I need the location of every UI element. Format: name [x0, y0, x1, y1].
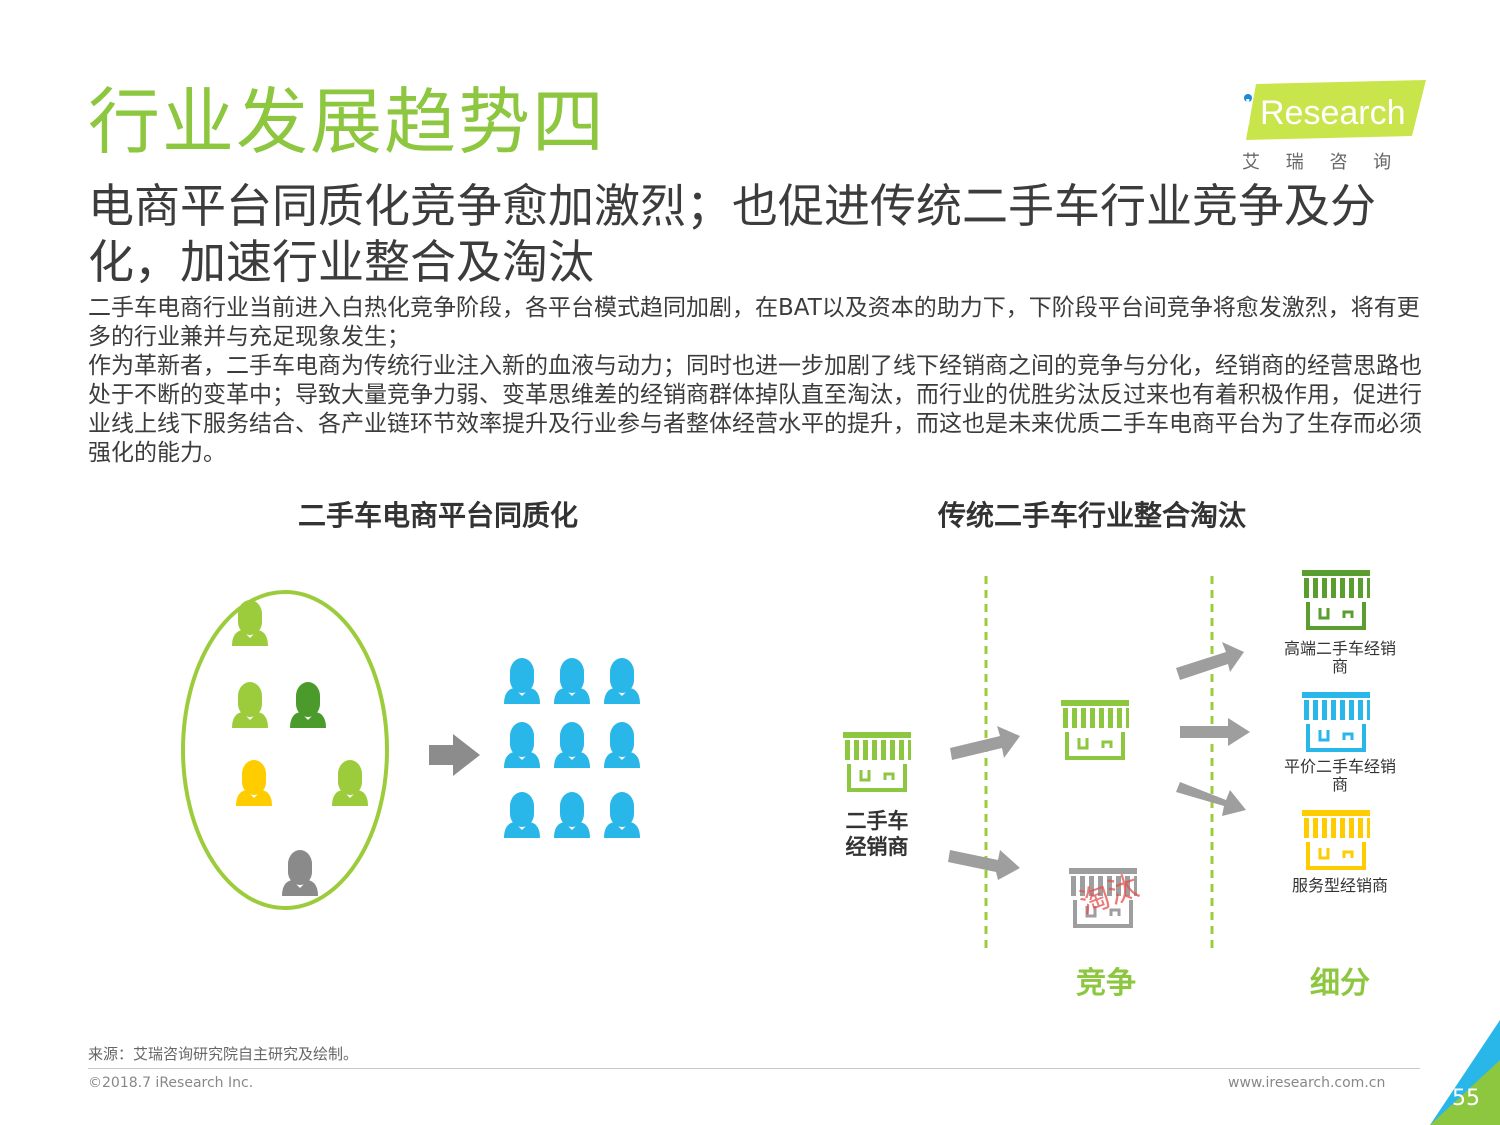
person-icon — [554, 658, 590, 704]
stage-segmentation-label: 细分 — [1310, 966, 1370, 1001]
platform-group-ellipse — [181, 590, 389, 910]
website-link[interactable]: www.iresearch.com.cn — [1228, 1075, 1386, 1091]
consolidation-diagram — [841, 568, 1372, 948]
paragraph-2: 作为革新者，二手车电商为传统行业注入新的血液与动力；同时也进一步加剧了线下经销商… — [88, 353, 1422, 466]
left-diagram-title: 二手车电商平台同质化 — [298, 499, 579, 532]
right-diagram-title: 传统二手车行业整合淘汰 — [938, 499, 1247, 532]
high-end-dealer-label: 高端二手车经销商 — [1283, 639, 1396, 676]
stage-competition-label: 竞争 — [1076, 966, 1136, 1001]
copyright: ©2018.7 iResearch Inc. — [88, 1075, 254, 1091]
svg-text:Research: Research — [1260, 94, 1406, 132]
budget-dealer-label: 平价二手车经销商 — [1283, 757, 1396, 794]
homogenization-diagram — [181, 590, 640, 910]
footer-divider — [88, 1068, 1420, 1069]
person-icon — [504, 792, 540, 838]
person-icon — [504, 722, 540, 768]
person-icon — [604, 658, 640, 704]
arrow-icon — [950, 726, 1020, 760]
person-icon — [554, 792, 590, 838]
svg-text:i: i — [1244, 94, 1252, 132]
person-icon — [290, 682, 326, 728]
arrow-icon — [1180, 718, 1250, 746]
person-icon — [604, 722, 640, 768]
person-icon — [554, 722, 590, 768]
store-icon — [841, 730, 913, 792]
source-note: 来源：艾瑞咨询研究院自主研究及绘制。 — [88, 1045, 359, 1063]
arrow-icon — [429, 734, 480, 776]
logo-subtitle: 艾 瑞 咨 询 — [1242, 152, 1402, 173]
logo-shape: Research i — [1244, 80, 1426, 140]
store-icon — [1300, 568, 1372, 630]
store-icon — [1300, 808, 1372, 870]
person-icon — [504, 658, 540, 704]
origin-dealer-label: 二手车经销商 — [845, 809, 909, 859]
arrow-icon — [1176, 782, 1246, 816]
person-icon — [332, 760, 368, 806]
homogeneous-platforms-group — [504, 658, 640, 838]
store-icon — [1300, 690, 1372, 752]
person-icon — [232, 600, 268, 646]
page-subtitle: 电商平台同质化竞争愈加激烈；也促进传统二手车行业竞争及分化，加速行业整合及淘汰 — [88, 179, 1376, 289]
service-dealer-label: 服务型经销商 — [1291, 876, 1388, 895]
arrow-icon — [948, 850, 1020, 880]
page-title: 行业发展趋势四 — [88, 80, 607, 164]
arrow-icon — [1176, 642, 1244, 680]
person-icon — [232, 682, 268, 728]
paragraph-1: 二手车电商行业当前进入白热化竞争阶段，各平台模式趋同加剧，在BAT以及资本的助力… — [88, 295, 1420, 350]
body-text: 二手车电商行业当前进入白热化竞争阶段，各平台模式趋同加剧，在BAT以及资本的助力… — [88, 294, 1428, 468]
person-icon — [604, 792, 640, 838]
person-icon — [282, 850, 318, 896]
page-number: 55 — [1452, 1086, 1480, 1111]
person-icon — [236, 760, 272, 806]
iresearch-logo: Research i 艾 瑞 咨 询 — [1238, 78, 1428, 173]
store-icon — [1059, 698, 1131, 760]
corner-decoration — [1430, 1020, 1500, 1125]
